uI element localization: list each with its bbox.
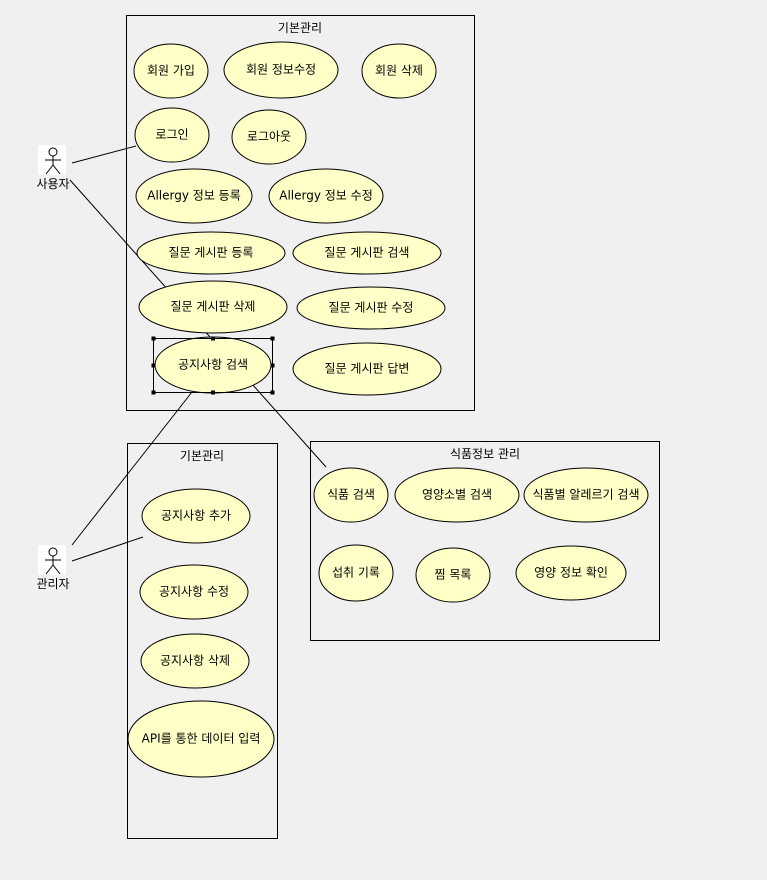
- association-user-login: [71, 145, 137, 164]
- boundary-food: 식품정보 관리: [310, 441, 660, 641]
- association-admin-notice-add: [71, 536, 144, 562]
- use-case-logout[interactable]: 로그아웃: [231, 109, 307, 165]
- use-case-food-search[interactable]: 식품 검색: [313, 467, 389, 523]
- actor-admin-head: [48, 547, 58, 557]
- use-case-login[interactable]: 로그인: [134, 107, 210, 163]
- use-case-qna-delete[interactable]: 질문 게시판 삭제: [138, 280, 288, 334]
- actor-admin[interactable]: 관리자: [36, 545, 70, 591]
- use-case-api-input[interactable]: API를 통한 데이터 입력: [127, 700, 275, 778]
- use-case-qna-search[interactable]: 질문 게시판 검색: [292, 231, 442, 275]
- actor-admin-label: 관리자: [36, 577, 69, 591]
- use-case-notice-edit[interactable]: 공지사항 수정: [139, 564, 249, 620]
- use-case-allergy-edit[interactable]: Allergy 정보 수정: [268, 168, 384, 224]
- actor-user-label: 사용자: [36, 177, 69, 191]
- boundary-food-label: 식품정보 관리: [450, 447, 520, 461]
- use-case-allergy-register[interactable]: Allergy 정보 등록: [135, 168, 253, 224]
- boundary-user-basic: 기본관리: [126, 15, 475, 411]
- association-admin-notice-search: [71, 391, 193, 546]
- use-case-qna-answer[interactable]: 질문 게시판 답변: [292, 342, 442, 396]
- use-case-qna-edit[interactable]: 질문 게시판 수정: [296, 286, 446, 330]
- use-case-signup[interactable]: 회원 가입: [133, 43, 209, 99]
- use-case-favorites[interactable]: 찜 목록: [415, 547, 491, 603]
- use-case-nutrient-search[interactable]: 영양소별 검색: [394, 467, 520, 523]
- use-case-nutrition-check[interactable]: 영양 정보 확인: [515, 545, 627, 601]
- boundary-user-basic-label: 기본관리: [278, 21, 322, 35]
- use-case-notice-add[interactable]: 공지사항 추가: [141, 488, 251, 544]
- use-case-allergen-search[interactable]: 식품별 알레르기 검색: [523, 467, 649, 523]
- selection-handles: [151, 336, 275, 395]
- boundary-admin-basic-label: 기본관리: [180, 449, 224, 463]
- use-case-notice-search[interactable]: 공지사항 검색: [154, 336, 272, 394]
- boundary-admin-basic: 기본관리: [127, 443, 278, 839]
- use-case-edit-member[interactable]: 회원 정보수정: [223, 41, 339, 99]
- use-case-qna-register[interactable]: 질문 게시판 등록: [136, 231, 286, 275]
- actor-user[interactable]: 사용자: [36, 145, 70, 191]
- use-case-intake-record[interactable]: 섭취 기록: [318, 544, 394, 602]
- actor-user-head: [48, 147, 58, 157]
- use-case-notice-delete[interactable]: 공지사항 삭제: [140, 633, 250, 689]
- use-case-delete-member[interactable]: 회원 삭제: [361, 43, 437, 99]
